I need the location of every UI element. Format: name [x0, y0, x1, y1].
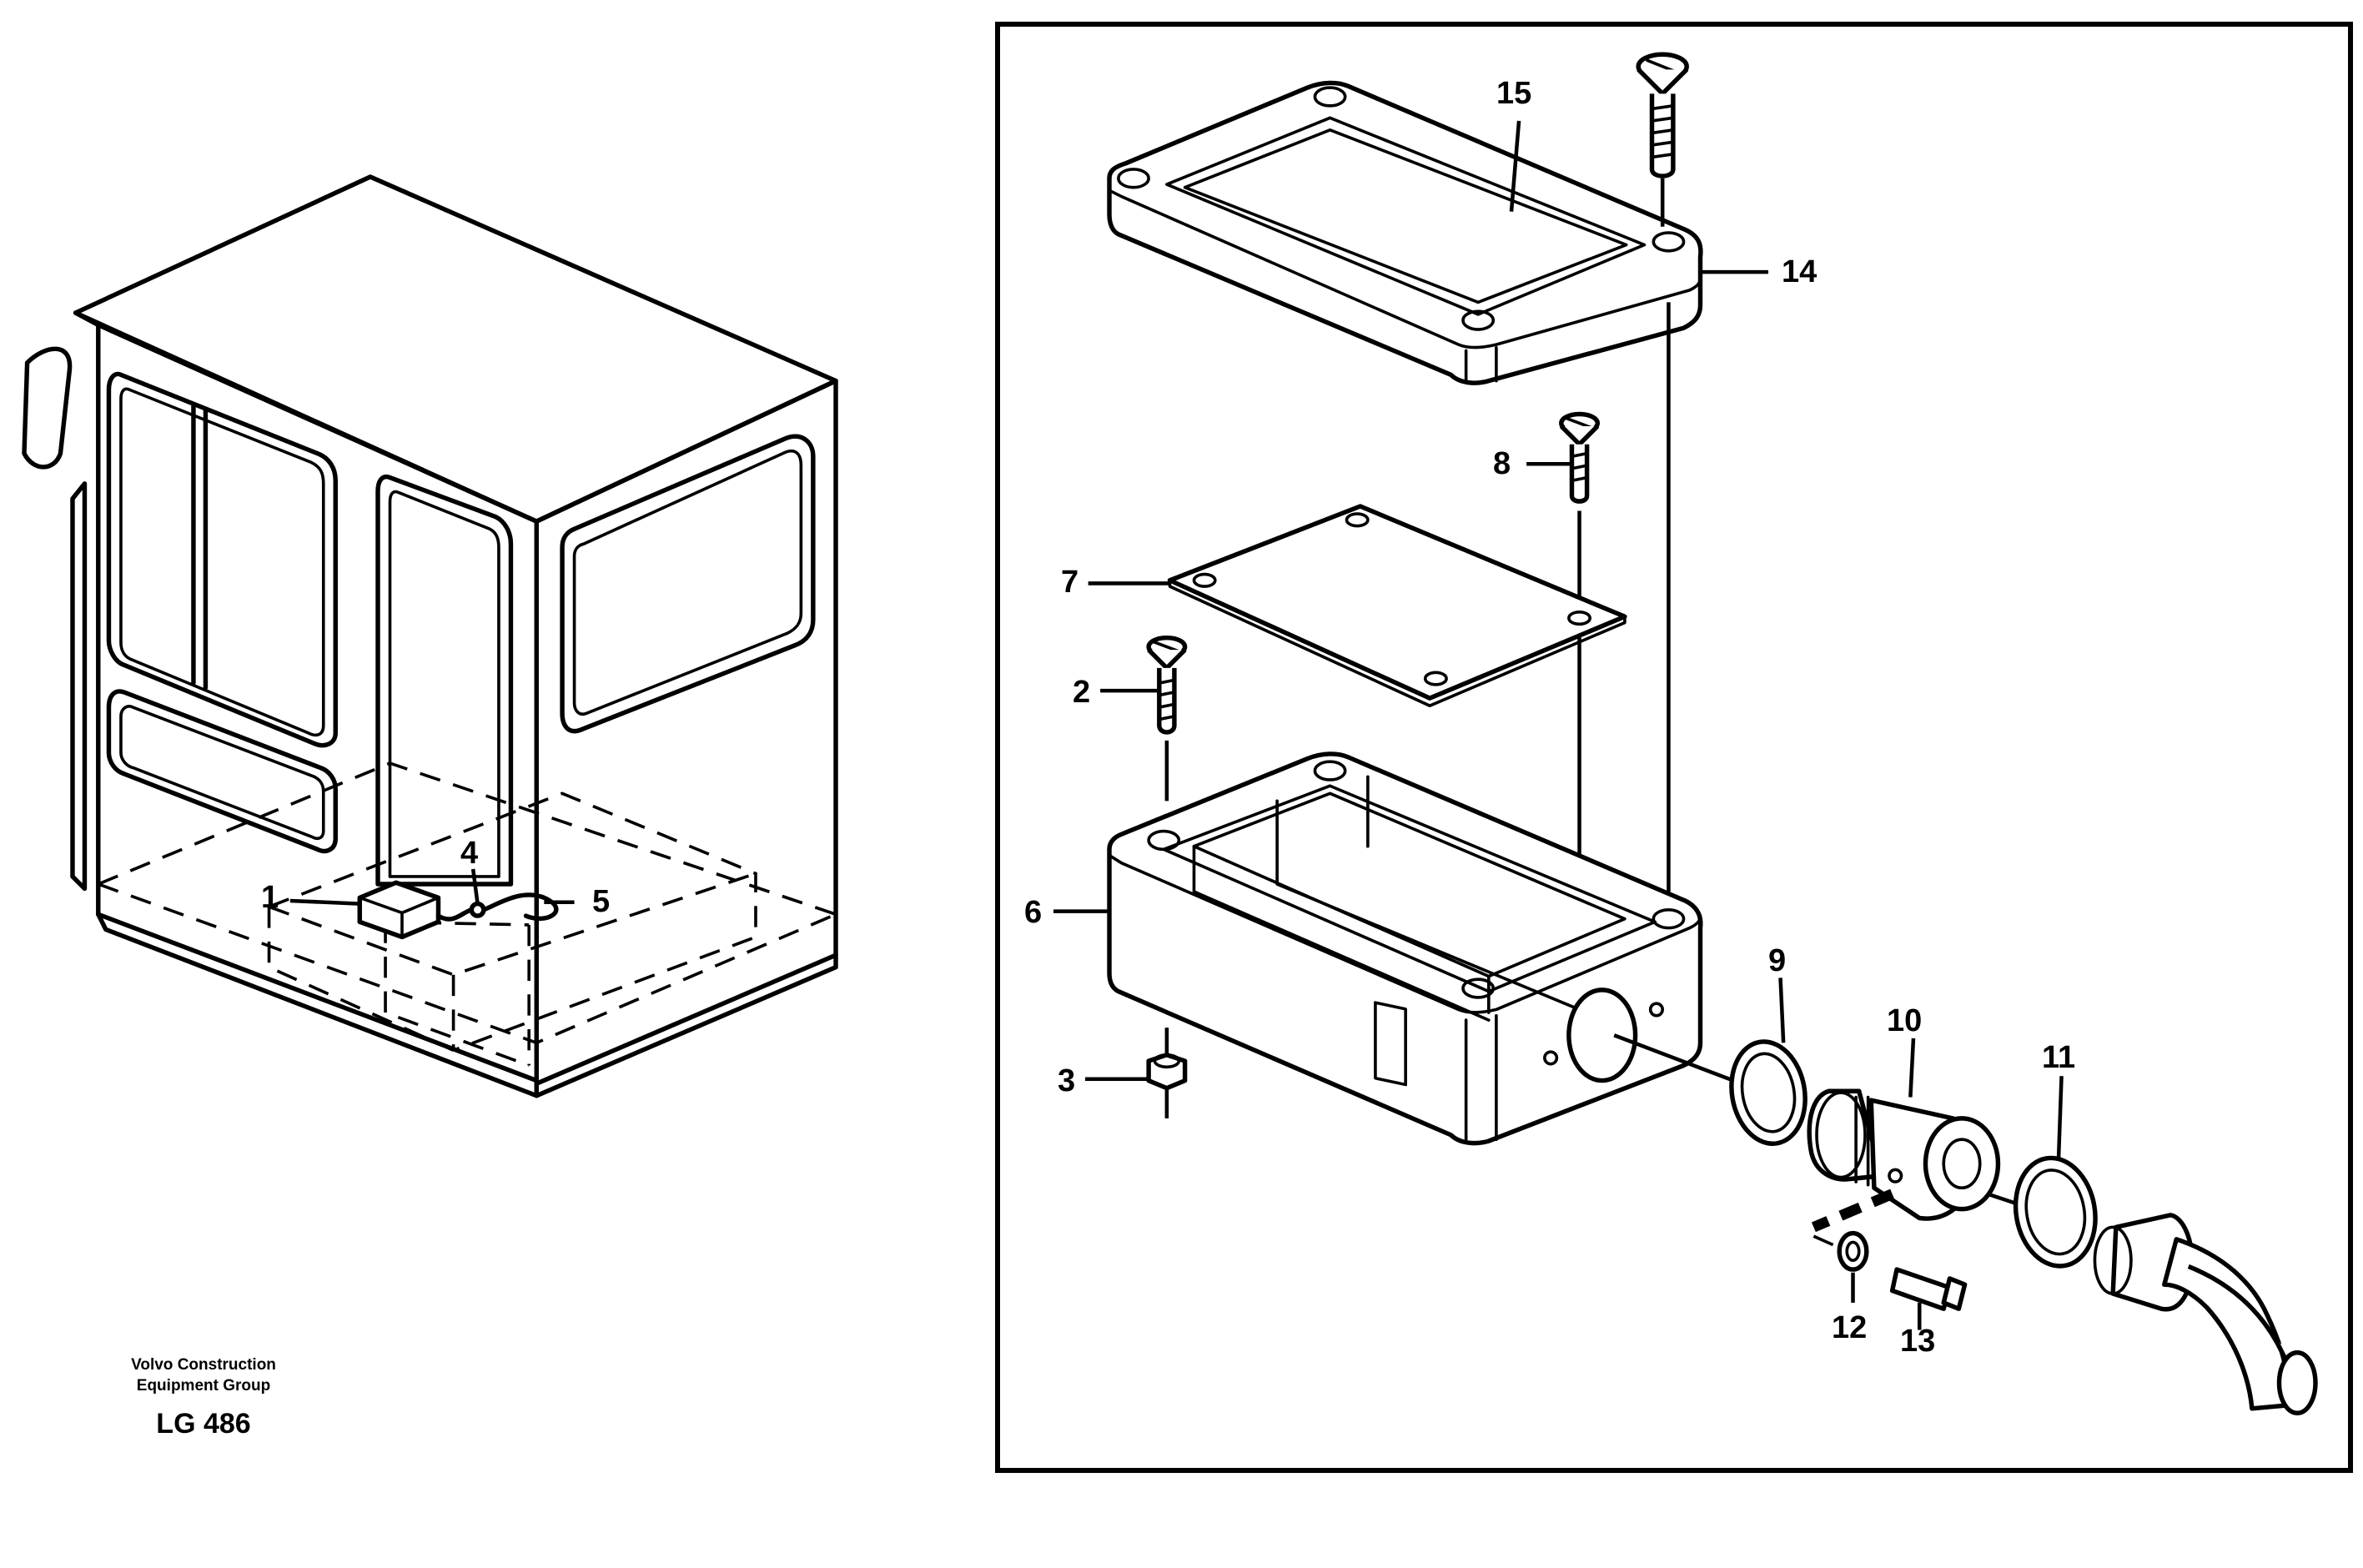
- callout-4: 4: [460, 836, 478, 871]
- callout-7: 7: [1061, 565, 1078, 600]
- cab-overview: [22, 174, 838, 1098]
- callout-2: 2: [1073, 675, 1090, 710]
- callout-12: 12: [1832, 1310, 1867, 1345]
- callout-13: 13: [1900, 1324, 1935, 1359]
- callout-15: 15: [1496, 76, 1531, 111]
- callout-5: 5: [592, 884, 610, 919]
- brand-line-1: Volvo Construction: [131, 1356, 276, 1374]
- brand-line-2: Equipment Group: [137, 1377, 270, 1395]
- callout-9: 9: [1768, 943, 1786, 978]
- callout-6: 6: [1024, 895, 1042, 930]
- callout-3: 3: [1058, 1063, 1075, 1098]
- callout-1: 1: [261, 880, 279, 915]
- callout-11: 11: [2042, 1040, 2075, 1075]
- callout-14: 14: [1782, 254, 1817, 289]
- exploded-view: [1053, 52, 2318, 1415]
- detail-frame: [995, 22, 2353, 1473]
- drawing-code: LG 486: [156, 1408, 250, 1440]
- callout-10: 10: [1887, 1003, 1922, 1038]
- callout-8: 8: [1493, 446, 1511, 481]
